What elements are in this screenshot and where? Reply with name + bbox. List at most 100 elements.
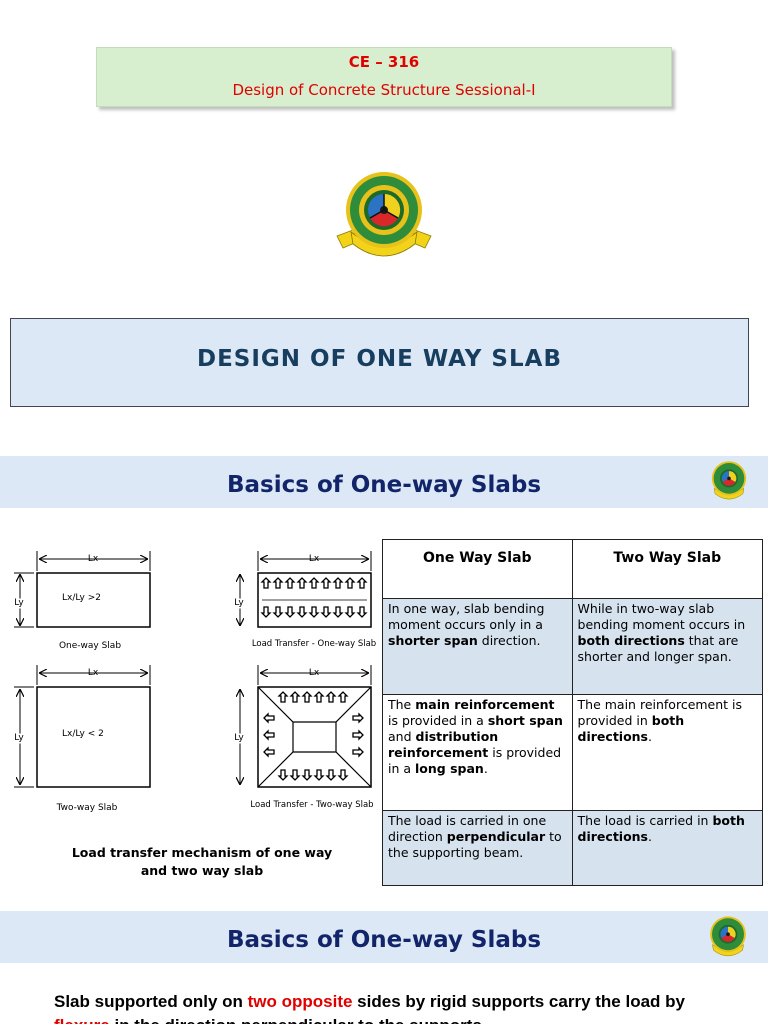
load-arrow-icon	[263, 729, 275, 741]
main-title: DESIGN OF ONE WAY SLAB	[196, 346, 562, 372]
text-run: The main reinforcement is provided in	[577, 697, 743, 728]
load-arrow-icon	[344, 577, 356, 589]
text-run: .	[483, 761, 488, 776]
diagram-caption: Load transfer mechanism of one way and t…	[71, 845, 333, 878]
load-arrow-icon	[352, 729, 364, 741]
main-title-box: DESIGN OF ONE WAY SLAB	[10, 318, 749, 407]
text-run: direction.	[477, 633, 541, 648]
text-run: In one way, slab bending moment occurs o…	[388, 601, 545, 632]
load-arrow-icon	[332, 606, 344, 618]
slide-header: Basics of One-way Slabs	[0, 456, 768, 508]
course-banner: CE – 316 Design of Concrete Structure Se…	[96, 47, 672, 107]
load-arrows	[260, 577, 368, 618]
text-run: two opposite	[247, 992, 353, 1011]
table-cell: The load is carried in both directions.	[571, 810, 764, 886]
table-row: In one way, slab bending moment occurs o…	[382, 598, 764, 695]
table-row: The load is carried in one direction per…	[382, 810, 764, 886]
label-ly: Ly	[14, 598, 24, 608]
text-run: The load is carried in one direction	[388, 813, 547, 844]
text-run: is provided in a	[388, 745, 562, 776]
text-run: in the direction perpendicular to the su…	[110, 1016, 486, 1024]
load-arrows	[263, 691, 364, 781]
one-way-label: One-way Slab	[59, 641, 121, 651]
text-run: shorter span	[388, 633, 478, 648]
table-header: Two Way Slab	[571, 539, 764, 599]
table-cell: While in two-way slab bending moment occ…	[571, 598, 764, 695]
load-arrow-icon	[308, 577, 320, 589]
slab-diagrams: Lx Ly Lx/Ly >2 One-way Slab Lx Ly Load T…	[0, 535, 380, 825]
load-arrow-icon	[284, 577, 296, 589]
text-run: While in two-way slab bending moment occ…	[577, 601, 746, 632]
institute-logo-small	[704, 915, 752, 961]
label-lx: Lx	[88, 554, 99, 564]
table-cell: In one way, slab bending moment occurs o…	[382, 598, 573, 695]
load-arrow-icon	[272, 606, 284, 618]
load-arrow-icon	[325, 691, 337, 703]
load-arrow-icon	[284, 606, 296, 618]
load-arrow-icon	[301, 769, 313, 781]
two-way-label: Two-way Slab	[56, 803, 118, 813]
text-run: flexure	[54, 1016, 110, 1024]
load-arrow-icon	[313, 769, 325, 781]
load-arrow-icon	[289, 691, 301, 703]
load-arrow-icon	[296, 577, 308, 589]
text-run: distribution reinforcement	[388, 729, 499, 760]
slide-header: Basics of One-way Slabs	[0, 911, 768, 963]
one-way-ratio: Lx/Ly >2	[62, 593, 101, 603]
load-arrow-icon	[296, 606, 308, 618]
load-arrow-icon	[260, 577, 272, 589]
text-run: that are shorter and longer span.	[577, 633, 739, 664]
load-arrow-icon	[272, 577, 284, 589]
load-arrow-icon	[356, 606, 368, 618]
load-arrow-icon	[313, 691, 325, 703]
table-cell: The main reinforcement is provided in bo…	[571, 694, 764, 811]
load-arrow-icon	[337, 691, 349, 703]
load-arrow-icon	[260, 606, 272, 618]
table-row: The main reinforcement is provided in a …	[382, 694, 764, 811]
text-run: is provided in a	[388, 713, 488, 728]
institute-logo	[333, 170, 435, 266]
table-cell: The load is carried in one direction per…	[382, 810, 573, 886]
load-arrow-icon	[263, 712, 275, 724]
load-arrow-icon	[277, 691, 289, 703]
label-ly: Ly	[14, 733, 24, 743]
load-arrow-icon	[263, 746, 275, 758]
course-title: Design of Concrete Structure Sessional-I	[232, 81, 536, 99]
load-arrow-icon	[289, 769, 301, 781]
load-two-way-label: Load Transfer - Two-way Slab	[250, 800, 373, 810]
text-run: Slab supported only on	[54, 992, 248, 1011]
load-arrow-icon	[301, 691, 313, 703]
text-run: long span	[415, 761, 484, 776]
text-run: The load is carried in	[577, 813, 713, 828]
text-run: main reinforcement	[415, 697, 555, 712]
label-ly: Ly	[234, 733, 244, 743]
load-arrow-icon	[320, 577, 332, 589]
label-lx: Lx	[88, 668, 99, 678]
load-arrow-icon	[277, 769, 289, 781]
table-cell: The main reinforcement is provided in a …	[382, 694, 573, 811]
comparison-table: One Way Slab Two Way Slab In one way, sl…	[382, 539, 764, 886]
load-arrow-icon	[337, 769, 349, 781]
load-arrow-icon	[308, 606, 320, 618]
load-arrow-icon	[352, 746, 364, 758]
text-run: to the supporting beam.	[388, 829, 562, 860]
load-one-way-label: Load Transfer - One-way Slab	[252, 639, 376, 649]
load-arrow-icon	[356, 577, 368, 589]
label-lx: Lx	[309, 554, 320, 564]
institute-logo-small	[706, 460, 752, 504]
table-header: One Way Slab	[382, 539, 573, 599]
text-run: sides by rigid supports carry the load b…	[352, 992, 685, 1011]
load-arrow-icon	[320, 606, 332, 618]
text-run: and	[388, 729, 416, 744]
slide-heading: Basics of One-way Slabs	[226, 927, 542, 953]
label-ly: Ly	[234, 598, 244, 608]
load-arrow-icon	[344, 606, 356, 618]
slide-body-text: Slab supported only on two opposite side…	[54, 990, 734, 1024]
load-arrow-icon	[352, 712, 364, 724]
text-run: both directions	[577, 633, 685, 648]
load-arrow-icon	[332, 577, 344, 589]
label-lx: Lx	[309, 668, 320, 678]
load-arrow-icon	[325, 769, 337, 781]
text-run: .	[648, 829, 652, 844]
course-code: CE – 316	[348, 53, 420, 71]
